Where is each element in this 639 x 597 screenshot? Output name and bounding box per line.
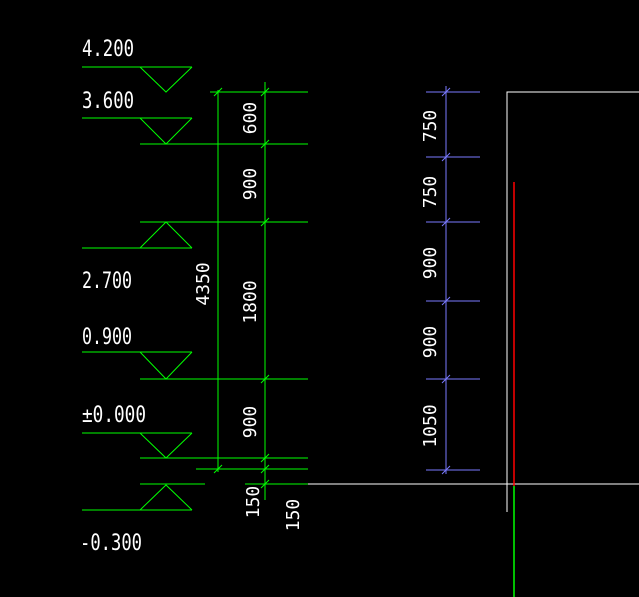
dimension-label: 150 [243,486,264,519]
right-dimension-chain [426,86,480,475]
elevation-marker-2700 [82,221,193,249]
dimension-label: 750 [420,176,441,209]
dimension-label: 750 [420,110,441,143]
elevation-label: 4.200 [82,37,134,62]
wall-outline [506,91,639,512]
left-dimension-labels: 600 900 1800 900 4350 150 150 [193,102,304,532]
elevation-label: -0.300 [80,531,142,556]
elevation-label: 3.600 [82,89,134,114]
elevation-marker-0900 [82,351,193,380]
total-dimension-label: 4350 [193,262,214,305]
dimension-label: 1050 [420,404,441,447]
left-dimension-chain [140,82,308,500]
elevation-marker-4200 [82,66,193,93]
dimension-label: 900 [240,406,261,439]
dimension-label: 1800 [240,280,261,323]
elevation-label: 2.700 [82,269,132,294]
elevation-labels: 4.200 3.600 2.700 0.900 ±0.000 -0.300 [80,37,146,556]
dimension-label: 150 [283,499,304,532]
dimension-label: 600 [240,102,261,135]
elevation-marker-3600 [82,117,193,145]
right-dimension-labels: 750 750 900 900 1050 [420,110,441,448]
dimension-label: 900 [240,168,261,201]
elevation-label: 0.900 [82,325,132,350]
elevation-label: ±0.000 [82,403,146,428]
dimension-label: 900 [420,326,441,359]
dimension-label: 900 [420,247,441,280]
building-outline [308,91,639,512]
elevation-marker-0000 [82,432,193,459]
elevation-marker-m0300 [82,484,193,511]
